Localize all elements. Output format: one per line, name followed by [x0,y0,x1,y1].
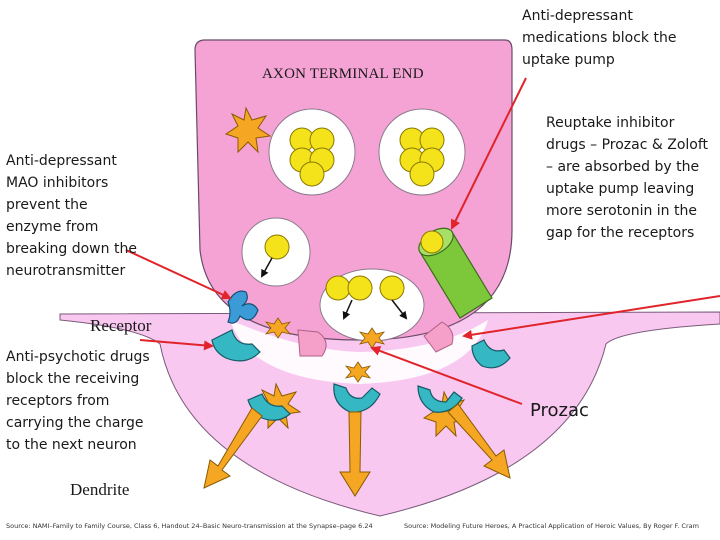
enzyme [227,290,259,324]
uptake-pump [418,227,493,319]
receptor-label: Receptor [90,316,152,335]
vesicle-right [378,108,466,196]
reuptake-inhibitor-note: Reuptake inhibitor drugs – Prozac & Zolo… [546,115,709,241]
neurotransmitter-star [224,106,272,154]
antipsychotic-note: Anti-psychotic drugs block the receiving… [6,349,150,453]
source-citation-left: Source: NAMI–Family to Family Course, Cl… [6,522,373,530]
vesicle-left [268,108,356,196]
vesicle-fusing [319,268,425,342]
receptor [211,329,511,421]
signal-arrow [203,403,511,497]
source-citation-right: Source: Modeling Future Heroes, A Practi… [404,522,699,530]
annotation-arrows [125,77,720,405]
vesicle-small [241,217,311,287]
dendrite-label: Dendrite [70,480,130,499]
mao-inhibitor-note: Anti-depressant MAO inhibitors prevent t… [6,153,137,279]
antipsychotic-blocker [297,321,454,357]
prozac-label: Prozac [530,400,589,421]
uptake-pump-note: Anti-depressant medications block the up… [522,8,677,68]
axon-terminal-label: AXON TERMINAL END [262,66,424,82]
dendrite-membrane [59,311,720,517]
